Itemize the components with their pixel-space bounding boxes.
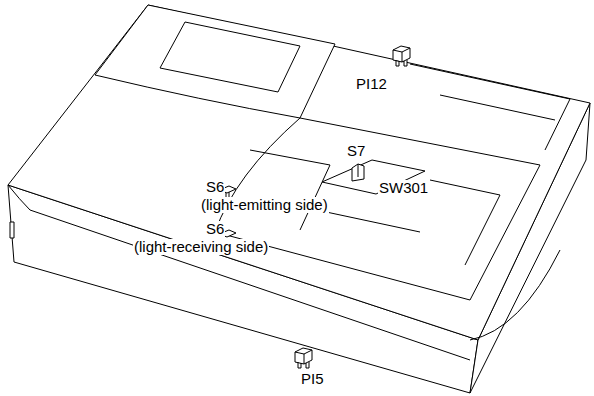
part-label: S7 — [346, 143, 366, 159]
cover-panel — [160, 22, 300, 92]
part-label: SW301 — [378, 180, 429, 196]
pi5-sensor — [295, 348, 312, 368]
feed-rail — [410, 64, 570, 150]
part-label: (light-receiving side) — [133, 239, 269, 255]
upper-cover — [95, 5, 335, 118]
side-curve — [470, 250, 560, 340]
s7-sensor — [352, 164, 364, 181]
part-label: S6 — [205, 179, 225, 195]
front-edge — [8, 185, 470, 360]
part-label: S6 — [205, 221, 225, 237]
latch — [10, 222, 14, 238]
part-label: (light-emitting side) — [200, 197, 329, 213]
part-label: PI5 — [300, 371, 325, 387]
part-label: PI12 — [355, 76, 388, 92]
top-face — [8, 5, 590, 340]
pi12-sensor — [393, 46, 410, 66]
